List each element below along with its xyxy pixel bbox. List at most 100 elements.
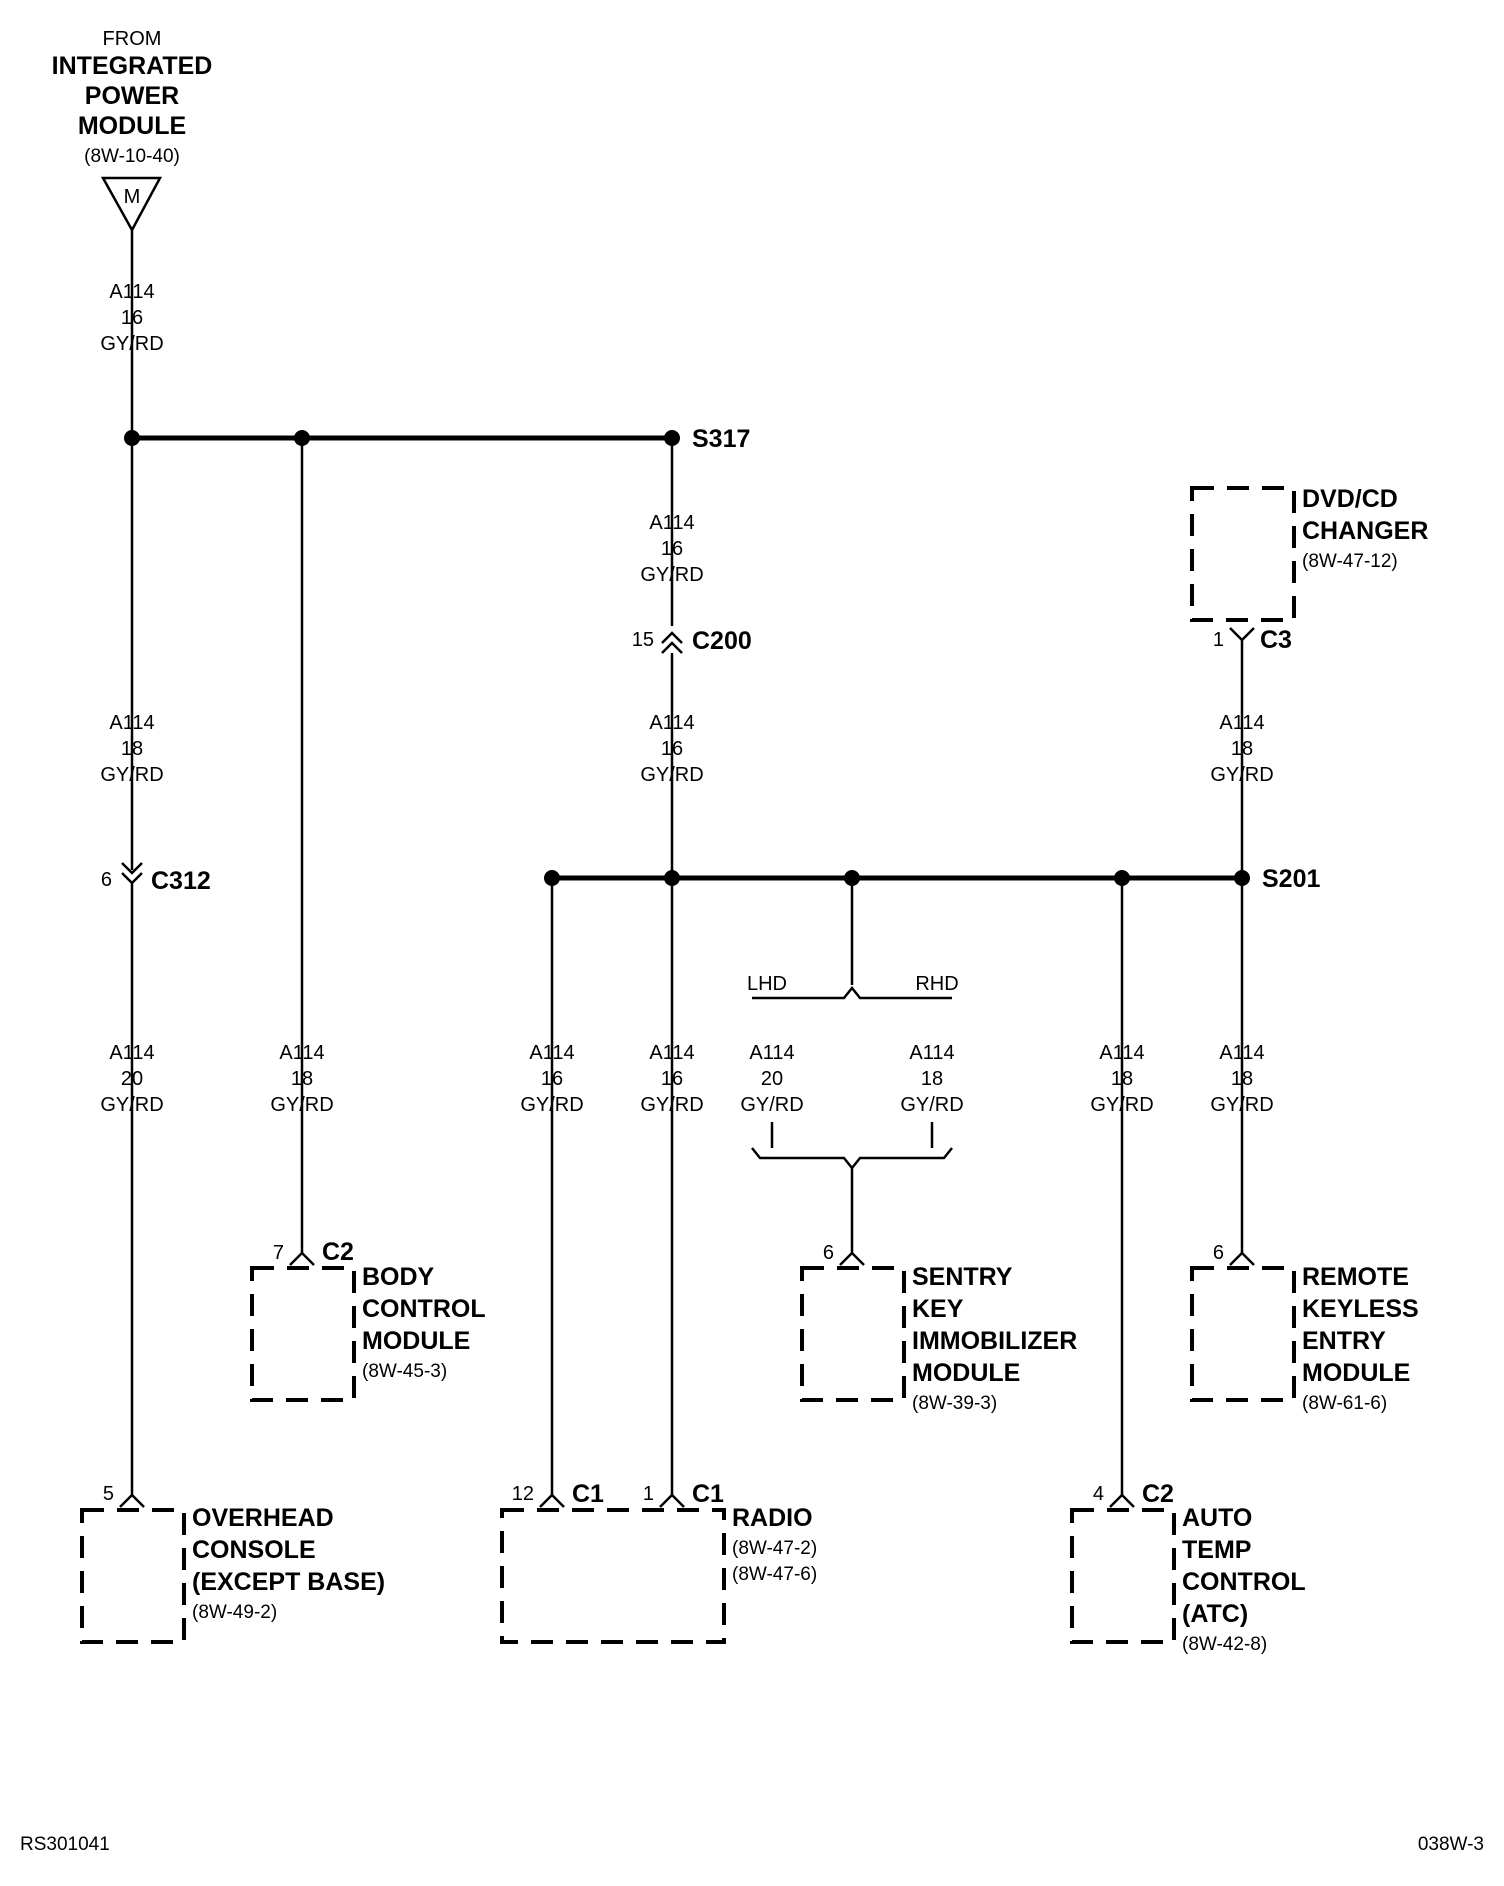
wire-label-source: A114 16 GY/RD: [100, 281, 163, 355]
wire-color: GY/RD: [900, 1094, 963, 1116]
wire-gauge: 16: [541, 1068, 563, 1090]
bcm-line-1: BODY: [362, 1263, 435, 1291]
atc-pin: 4: [1093, 1483, 1104, 1505]
wire-gauge: 18: [921, 1068, 943, 1090]
wire-circuit: A114: [529, 1042, 574, 1064]
radio-pin-b: 1: [643, 1483, 654, 1505]
wire-label-left: A114 18 GY/RD: [100, 712, 163, 786]
wire-color: GY/RD: [1210, 1094, 1273, 1116]
wire-circuit: A114: [1099, 1042, 1144, 1064]
dvd-pin-icon: [1229, 627, 1255, 642]
skim-line-1: SENTRY: [912, 1263, 1013, 1291]
wire-circuit: A114: [749, 1042, 794, 1064]
c200-pin: 15: [632, 629, 654, 651]
atc-line-3: CONTROL: [1182, 1568, 1306, 1596]
radio-box: [500, 1508, 726, 1644]
wire-gauge: 18: [291, 1068, 313, 1090]
dvd-pin: 1: [1213, 629, 1224, 651]
wire-gauge: 20: [761, 1068, 783, 1090]
dvd-ref: (8W-47-12): [1302, 551, 1398, 572]
atc-line-1: AUTO: [1182, 1504, 1252, 1532]
wire-gauge: 18: [1231, 1068, 1253, 1090]
skim-box: [800, 1266, 906, 1402]
wire-circuit: A114: [1219, 712, 1264, 734]
wire-color: GY/RD: [100, 764, 163, 786]
rke-label: REMOTE KEYLESS ENTRY MODULE (8W-61-6): [1302, 1263, 1419, 1414]
wire-label-overhead: A114 20 GY/RD: [100, 1042, 163, 1116]
wire-circuit: A114: [649, 512, 694, 534]
wire-label-rke: A114 18 GY/RD: [1210, 1042, 1273, 1116]
c200-label: C200: [692, 627, 752, 655]
overhead-line-1: OVERHEAD: [192, 1504, 334, 1532]
rke-ref: (8W-61-6): [1302, 1393, 1387, 1414]
skim-line-4: MODULE: [912, 1359, 1020, 1387]
wire-label-radio-12: A114 16 GY/RD: [520, 1042, 583, 1116]
splice-s317-label: S317: [692, 425, 750, 453]
wire-color: GY/RD: [640, 1094, 703, 1116]
overhead-pin-icon: [119, 1493, 145, 1508]
radio-conn-b: C1: [692, 1480, 724, 1508]
wire-color: GY/RD: [520, 1094, 583, 1116]
overhead-line-2: CONSOLE: [192, 1536, 316, 1564]
wire-gauge: 18: [1231, 738, 1253, 760]
c200-connector-icon: [661, 631, 683, 654]
rke-box: [1190, 1266, 1296, 1402]
radio-conn-a: C1: [572, 1480, 604, 1508]
radio-label: RADIO (8W-47-2) (8W-47-6): [732, 1504, 817, 1585]
radio-ref-1: (8W-47-2): [732, 1538, 817, 1559]
rke-line-4: MODULE: [1302, 1359, 1410, 1387]
rke-line-3: ENTRY: [1302, 1327, 1386, 1355]
dvd-label: DVD/CD CHANGER (8W-47-12): [1302, 485, 1428, 572]
overhead-console-label: OVERHEAD CONSOLE (EXCEPT BASE) (8W-49-2): [192, 1504, 385, 1623]
rke-line-2: KEYLESS: [1302, 1295, 1419, 1323]
wire-circuit: A114: [109, 281, 154, 303]
skim-label: SENTRY KEY IMMOBILIZER MODULE (8W-39-3): [912, 1263, 1077, 1414]
wire-label-skim-rhd: A114 18 GY/RD: [900, 1042, 963, 1116]
wire-circuit: A114: [109, 1042, 154, 1064]
wire-label-radio-1: A114 16 GY/RD: [640, 1042, 703, 1116]
wire-color: GY/RD: [640, 564, 703, 586]
c312-pin: 6: [101, 869, 112, 891]
wire-circuit: A114: [279, 1042, 324, 1064]
dvd-box: [1190, 486, 1296, 622]
wire-circuit: A114: [1219, 1042, 1264, 1064]
dvd-conn: C3: [1260, 626, 1292, 654]
radio-pin-a: 12: [512, 1483, 534, 1505]
overhead-pin: 5: [103, 1483, 114, 1505]
bcm-ref: (8W-45-3): [362, 1361, 447, 1382]
overhead-line-3: (EXCEPT BASE): [192, 1568, 385, 1596]
source-triangle-icon: [100, 176, 163, 233]
wire-gauge: 18: [121, 738, 143, 760]
bcm-pin-icon: [289, 1251, 315, 1266]
source-symbol: M: [124, 186, 141, 208]
source-label: FROM INTEGRATED POWER MODULE (8W-10-40): [52, 28, 213, 167]
overhead-ref: (8W-49-2): [192, 1602, 277, 1623]
wire-gauge: 16: [661, 738, 683, 760]
skim-pin-icon: [839, 1251, 865, 1266]
source-title-line-3: MODULE: [78, 112, 186, 140]
wire-circuit: A114: [649, 1042, 694, 1064]
bcm-label: BODY CONTROL MODULE (8W-45-3): [362, 1263, 486, 1382]
wire-circuit: A114: [649, 712, 694, 734]
bcm-conn: C2: [322, 1238, 354, 1266]
overhead-console-box: [80, 1508, 186, 1644]
wire-label-atc: A114 18 GY/RD: [1090, 1042, 1153, 1116]
source-ref: (8W-10-40): [84, 146, 180, 167]
atc-conn: C2: [1142, 1480, 1174, 1508]
wire-gauge: 18: [1111, 1068, 1133, 1090]
wire-color: GY/RD: [100, 1094, 163, 1116]
wire-gauge: 20: [121, 1068, 143, 1090]
wire-label-bcm: A114 18 GY/RD: [270, 1042, 333, 1116]
bcm-line-2: CONTROL: [362, 1295, 486, 1323]
wire-gauge: 16: [121, 307, 143, 329]
wire-label-dvd: A114 18 GY/RD: [1210, 712, 1273, 786]
atc-line-2: TEMP: [1182, 1536, 1251, 1564]
variant-lhd: LHD: [747, 973, 787, 995]
footer-right-code: 038W-3: [1418, 1834, 1484, 1855]
atc-box: [1070, 1508, 1176, 1644]
wire-color: GY/RD: [100, 333, 163, 355]
wire-color: GY/RD: [1210, 764, 1273, 786]
bcm-line-3: MODULE: [362, 1327, 470, 1355]
rke-line-1: REMOTE: [1302, 1263, 1409, 1291]
